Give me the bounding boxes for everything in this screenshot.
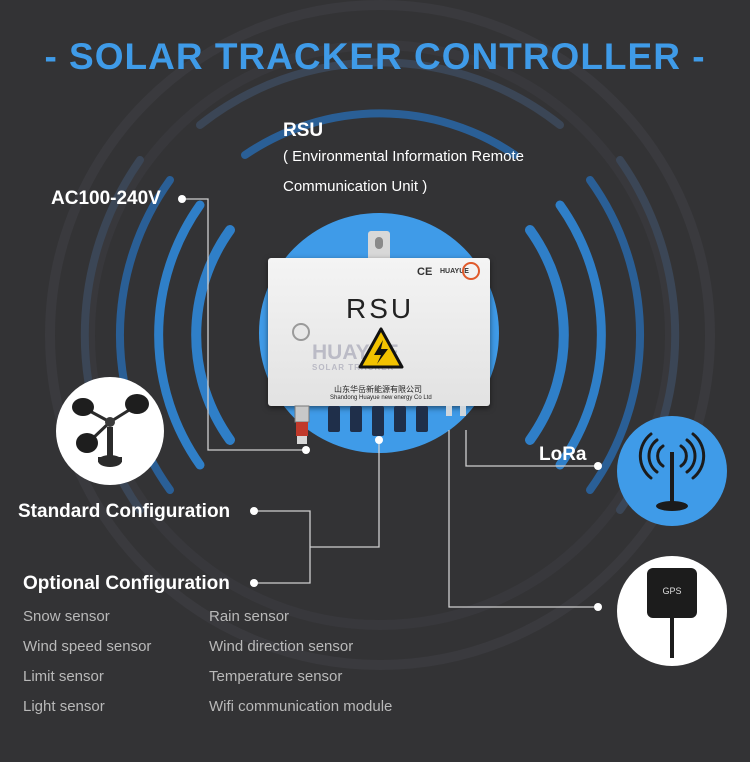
brand-logo-icon	[462, 262, 480, 280]
rsu-description-line2: Communication Unit )	[283, 178, 428, 195]
optional-configuration-label: Optional Configuration	[23, 573, 230, 594]
brand-label: HUAYUE	[440, 268, 469, 275]
sensor-item: Wind direction sensor	[209, 638, 354, 655]
device-name: RSU	[346, 293, 415, 324]
mounting-tab	[368, 231, 390, 261]
rsu-description-line1: ( Environmental Information Remote	[283, 148, 524, 165]
ce-mark: CE	[417, 266, 433, 278]
rsu-description: ( Environmental Information Remote Commu…	[283, 142, 524, 202]
standard-configuration-label: Standard Configuration	[18, 501, 231, 522]
sensor-item: Light sensor	[23, 698, 105, 715]
high-voltage-warning-icon	[358, 327, 404, 369]
power-label: AC100-240V	[51, 188, 161, 209]
device-ports	[294, 405, 466, 444]
page-title: - SOLAR TRACKER CONTROLLER -	[44, 36, 706, 77]
antenna-icon	[617, 416, 727, 526]
gps-label: GPS	[662, 586, 682, 596]
sensor-item: Snow sensor	[23, 608, 110, 625]
company-name-cn: 山东华岳新能源有限公司	[334, 385, 422, 394]
device-watermark-sub: SOLAR TRACKER	[312, 363, 395, 372]
sensor-item: Rain sensor	[209, 608, 290, 625]
sensor-item: Wind speed sensor	[23, 638, 152, 655]
company-name-en: Shandong Huayue new energy Co Ltd	[330, 395, 432, 401]
lora-label: LoRa	[539, 444, 587, 465]
sensor-item: Wifi communication module	[209, 698, 393, 715]
gps-antenna-icon: GPS	[617, 556, 727, 666]
sensor-item: Limit sensor	[23, 668, 104, 685]
rsu-heading: RSU	[283, 120, 324, 141]
vent-plug	[292, 323, 310, 341]
sensor-item: Temperature sensor	[209, 668, 343, 685]
anemometer-icon	[56, 377, 164, 485]
